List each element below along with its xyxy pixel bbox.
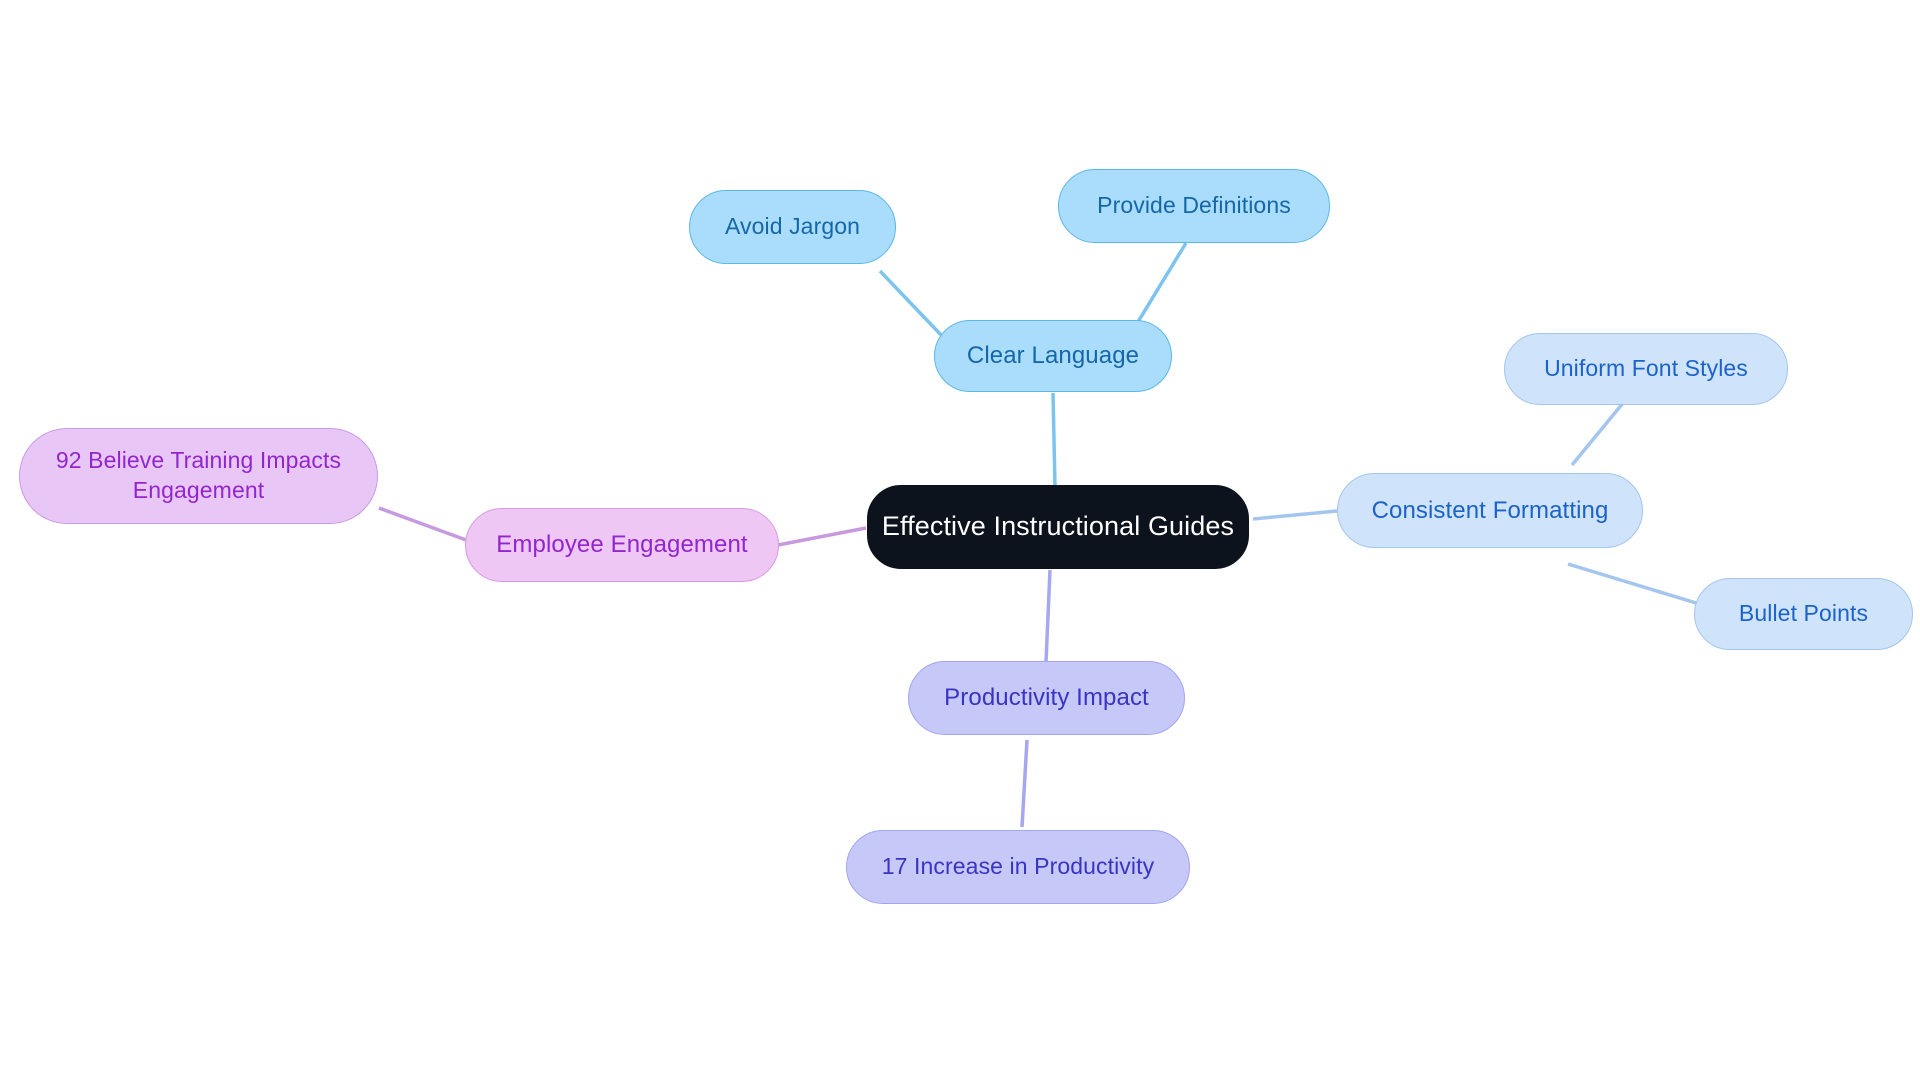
node-consistent-formatting[interactable]: Consistent Formatting xyxy=(1337,473,1643,548)
node-bullet-points[interactable]: Bullet Points xyxy=(1694,578,1913,650)
edge-employee-engagement-believe-training xyxy=(378,506,467,542)
edge-clear-language-avoid-jargon xyxy=(878,269,945,339)
node-believe-training[interactable]: 92 Believe Training Impacts Engagement xyxy=(19,428,378,524)
edge-consistent-formatting-uniform-font-styles xyxy=(1570,395,1630,467)
node-root[interactable]: Effective Instructional Guides xyxy=(867,485,1249,569)
edge-productivity-impact-increase-productivity xyxy=(1020,739,1029,828)
edge-root-employee-engagement xyxy=(777,526,867,547)
node-avoid-jargon[interactable]: Avoid Jargon xyxy=(689,190,896,264)
node-increase-productivity[interactable]: 17 Increase in Productivity xyxy=(846,830,1190,904)
edge-root-productivity-impact xyxy=(1044,569,1052,663)
node-employee-engagement[interactable]: Employee Engagement xyxy=(465,508,779,582)
node-productivity-impact[interactable]: Productivity Impact xyxy=(908,661,1185,735)
node-clear-language[interactable]: Clear Language xyxy=(934,320,1172,392)
node-provide-definitions[interactable]: Provide Definitions xyxy=(1058,169,1330,243)
edge-root-consistent-formatting xyxy=(1252,509,1338,521)
node-uniform-font-styles[interactable]: Uniform Font Styles xyxy=(1504,333,1788,405)
edge-root-clear-language xyxy=(1051,392,1057,488)
edge-consistent-formatting-bullet-points xyxy=(1567,562,1707,608)
